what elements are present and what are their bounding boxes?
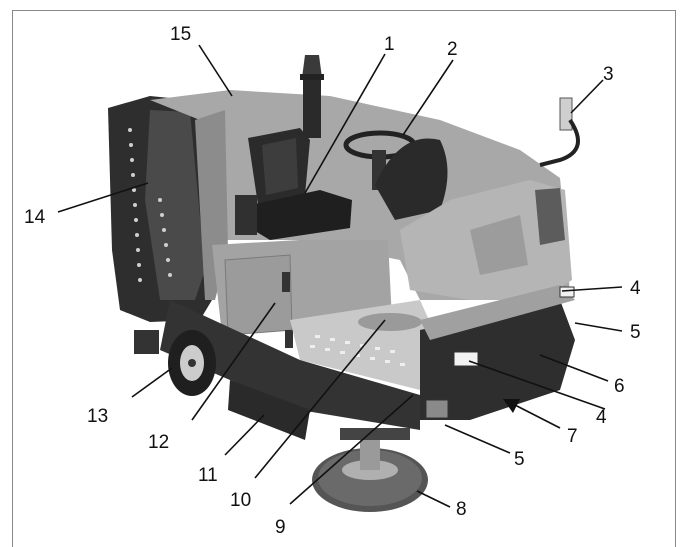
leader-line-6 (539, 354, 609, 382)
leader-line-3 (570, 79, 604, 114)
leader-line-14 (57, 182, 149, 213)
callout-4-lower: 4 (596, 407, 607, 428)
leader-line-10 (254, 319, 386, 479)
side-skirt-panel (228, 380, 310, 440)
callout-15: 15 (170, 24, 191, 45)
callout-13: 13 (87, 406, 108, 427)
operator-seat (235, 128, 352, 240)
leader-line-4-lower (468, 360, 606, 410)
tread-pattern (310, 335, 405, 366)
rear-bumper-bracket (134, 330, 159, 354)
front-grille-panel (535, 188, 565, 245)
callout-12: 12 (148, 432, 169, 453)
door-hinge-top (282, 272, 290, 292)
callout-5-lower: 5 (514, 449, 525, 470)
pedal-plate (358, 313, 422, 331)
leader-line-5-lower (444, 424, 511, 454)
front-cowl-inset (470, 215, 528, 275)
leader-line-1 (304, 53, 386, 194)
leader-line-2 (402, 59, 454, 136)
hopper-side-panel (145, 110, 205, 300)
callout-1: 1 (384, 34, 395, 55)
steering-console (375, 138, 448, 220)
callout-10: 10 (230, 490, 251, 511)
door-hinge-bottom (285, 330, 293, 348)
side-brush (312, 428, 428, 512)
leader-lines (57, 44, 623, 508)
callout-7: 7 (567, 426, 578, 447)
callout-4-upper: 4 (630, 278, 641, 299)
sweeper-machine-illustration (108, 55, 580, 512)
callout-6: 6 (614, 376, 625, 397)
rear-view-mirror (539, 97, 580, 167)
callout-8: 8 (456, 499, 467, 520)
bumper-top (420, 285, 575, 340)
leader-line-9 (289, 394, 414, 505)
leader-line-4-upper (561, 286, 623, 292)
leader-line-5-upper (574, 322, 623, 332)
lower-skirt (160, 300, 420, 430)
front-marker-light (425, 399, 449, 419)
arrow-head-7 (503, 399, 520, 413)
leader-line-13 (131, 367, 173, 398)
front-headlight (453, 351, 479, 367)
callout-2: 2 (447, 39, 458, 60)
callout-9: 9 (275, 517, 286, 538)
rear-wheel (168, 330, 216, 396)
leader-line-7 (514, 404, 561, 429)
callout-11: 11 (198, 465, 218, 486)
callout-3: 3 (603, 64, 614, 85)
figure-frame (12, 10, 676, 547)
leader-line-8 (416, 490, 451, 508)
side-headlight (559, 286, 575, 298)
engine-box-door (224, 254, 293, 336)
leader-line-11 (224, 414, 265, 456)
callout-5-upper: 5 (630, 322, 641, 343)
leader-line-15 (198, 44, 233, 97)
warning-beacon (300, 55, 324, 138)
callout-labels: 1 2 3 4 5 6 4 5 7 8 9 10 11 12 13 14 15 (24, 24, 641, 538)
callout-14: 14 (24, 207, 46, 228)
leader-line-12 (191, 302, 276, 421)
rear-perforated-strip (128, 128, 172, 282)
